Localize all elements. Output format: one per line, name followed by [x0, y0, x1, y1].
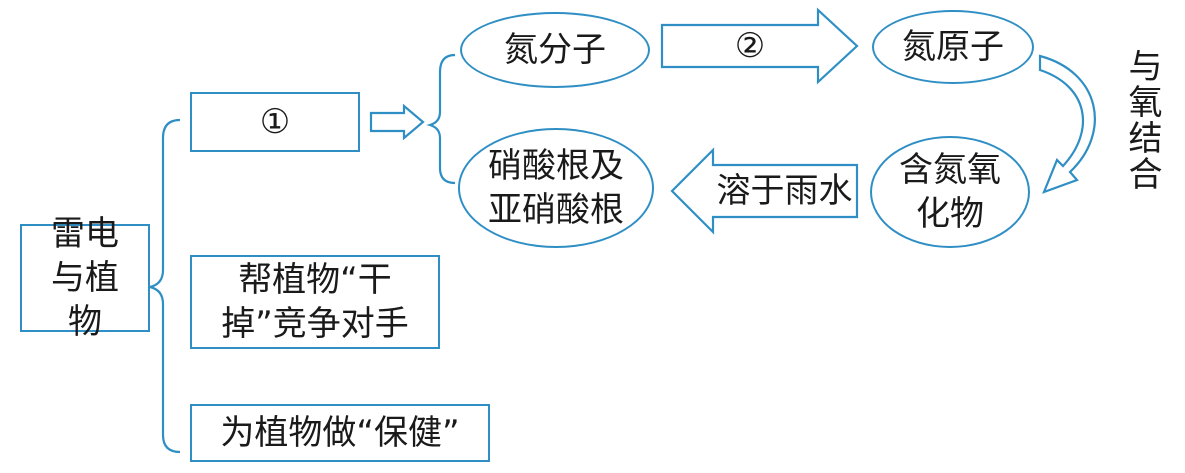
- nitrogen-oxides-node: 含氮氧化物: [870, 136, 1030, 248]
- nitrogen-atom-node: 氮原子: [872, 10, 1034, 84]
- nitrate-nitrite-label: 硝酸根及亚硝酸根: [488, 146, 624, 230]
- branch-health-care: 为植物做“保健”: [190, 404, 490, 462]
- root-label: 雷电与植物: [51, 214, 119, 342]
- nitrogen-molecule-node: 氮分子: [460, 12, 650, 88]
- combine-oxygen-label: 与氧结合: [1122, 48, 1162, 192]
- dissolve-rain-label: 溶于雨水: [716, 171, 853, 211]
- branch-blank-one: ①: [190, 92, 360, 152]
- root-node: 雷电与植物: [20, 214, 150, 342]
- nitrogen-molecule-label: 氮分子: [504, 30, 606, 70]
- arrow-step-two: [660, 7, 859, 85]
- branch-one-label: ①: [259, 102, 291, 142]
- step-two-label: ②: [734, 26, 766, 66]
- right-brace: [426, 53, 456, 185]
- branch-remove-competitors: 帮植物“干掉”竞争对手: [190, 255, 440, 349]
- nitrate-nitrite-node: 硝酸根及亚硝酸根: [458, 128, 654, 248]
- branch-two-label: 帮植物“干掉”竞争对手: [221, 260, 409, 344]
- nitrogen-atom-label: 氮原子: [902, 27, 1004, 67]
- left-brace: [149, 118, 181, 454]
- arrow-dissolve: [670, 147, 859, 235]
- nitrogen-oxides-label: 含氮氧化物: [899, 150, 1001, 234]
- arrow-to-brace: [369, 103, 425, 141]
- arrow-combine-oxygen: [1038, 54, 1096, 194]
- branch-three-label: 为植物做“保健”: [220, 413, 460, 453]
